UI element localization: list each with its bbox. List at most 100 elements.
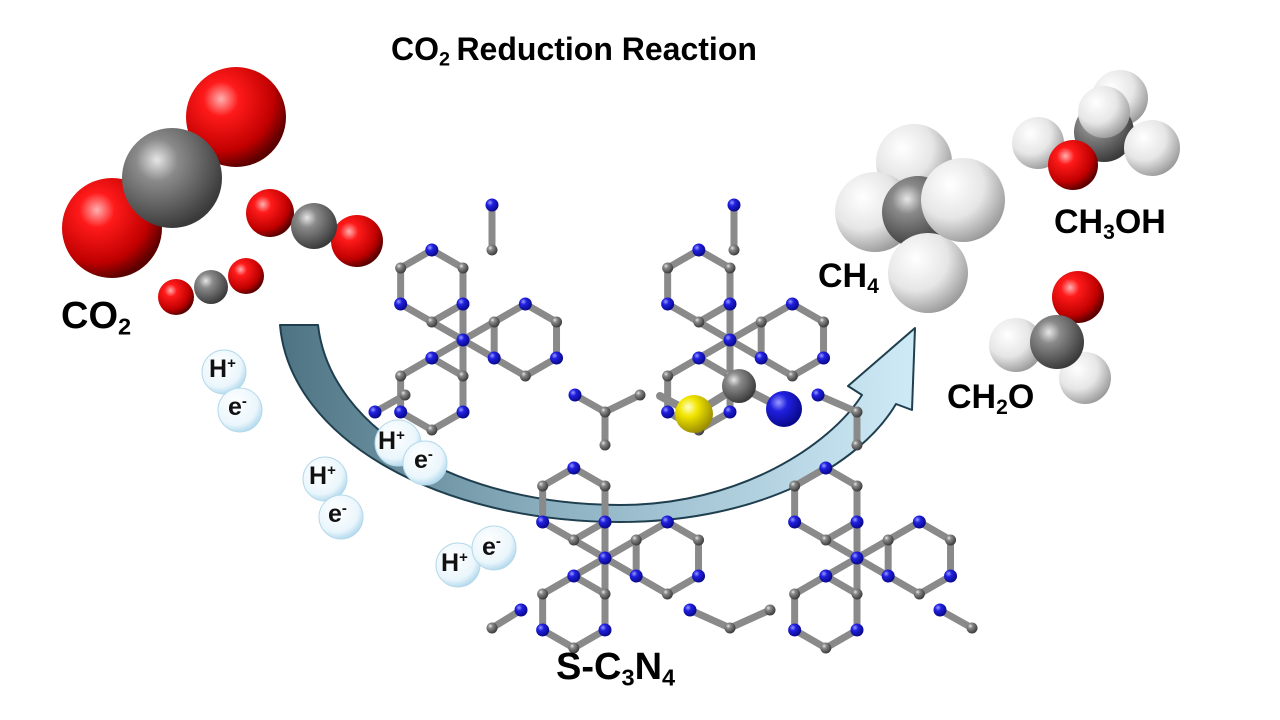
nitrogen-atom xyxy=(568,388,582,402)
carbon-atom xyxy=(519,370,531,382)
nitrogen-atom xyxy=(456,297,470,311)
carbon-atom xyxy=(599,406,611,418)
nitrogen-atom xyxy=(692,569,706,583)
carbon-atom xyxy=(693,316,705,328)
ch3oh-label: CH3OH xyxy=(1054,203,1166,244)
particle-bubble xyxy=(402,440,448,486)
proton-label: H+ xyxy=(309,462,336,490)
particle-bubble xyxy=(318,494,364,540)
carbon-atom xyxy=(634,389,646,401)
nitrogen-atom xyxy=(456,405,470,419)
carbon-atom xyxy=(882,534,894,546)
electron-label: e- xyxy=(228,393,247,421)
nitrogen-atom xyxy=(723,297,737,311)
carbon-atom xyxy=(399,389,411,401)
co2-molecule-medium xyxy=(246,189,383,267)
bond xyxy=(601,391,644,416)
nitrogen-atom xyxy=(723,405,737,419)
carbon-atom xyxy=(599,439,611,451)
nitrogen-atom xyxy=(683,603,697,617)
proton-label: H+ xyxy=(441,549,468,577)
ch4-label: CH4 xyxy=(818,257,879,298)
bond xyxy=(814,391,861,416)
carbon-atom xyxy=(820,534,832,546)
nitrogen-atom xyxy=(881,569,895,583)
carbon-atom xyxy=(728,244,740,256)
nitrogen-atom xyxy=(692,351,706,365)
nitrogen-atom xyxy=(598,551,612,565)
bond xyxy=(686,606,734,632)
carbon-atom xyxy=(818,316,830,328)
nitrogen-atom xyxy=(425,243,439,257)
proton-electron-pairs xyxy=(201,349,517,588)
carbon-atom xyxy=(945,534,957,546)
bond xyxy=(726,606,774,632)
nitrogen-atom xyxy=(536,515,550,529)
carbon-atom xyxy=(724,262,736,274)
nitrogen-atom xyxy=(425,351,439,365)
nitrogen-atom xyxy=(629,569,643,583)
sulfur-dopant-site xyxy=(656,369,802,433)
nitrogen-atom xyxy=(660,515,674,529)
carbon-atom xyxy=(395,370,407,382)
nitrogen-atom xyxy=(485,198,499,212)
nitrogen-atom xyxy=(788,623,802,637)
carbon-atom xyxy=(486,622,498,634)
carbon-atom xyxy=(537,588,549,600)
carbon-atom xyxy=(820,642,832,654)
nitrogen-atom xyxy=(944,569,958,583)
s-c3n4-structure xyxy=(368,198,978,654)
nitrogen-atom xyxy=(456,333,470,347)
nitrogen-atom xyxy=(788,515,802,529)
co2-label: CO2 xyxy=(61,295,132,340)
carbon-atom xyxy=(724,622,736,634)
co2-molecule-large xyxy=(62,67,286,278)
nitrogen-atom xyxy=(661,405,675,419)
nitrogen-atom xyxy=(567,461,581,475)
carbon-atom xyxy=(662,262,674,274)
nitrogen-atom xyxy=(912,515,926,529)
nitrogen-atom xyxy=(819,461,833,475)
nitrogen-atom xyxy=(723,333,737,347)
carbon-atom xyxy=(851,588,863,600)
carbon-atom xyxy=(693,534,705,546)
catalyst-label: S-C3N4 xyxy=(556,646,676,691)
nitrogen-atom xyxy=(394,297,408,311)
nitrogen-atom xyxy=(550,351,564,365)
ch2o-molecule xyxy=(989,271,1111,404)
carbon-atom xyxy=(599,588,611,600)
particle-bubble xyxy=(302,456,348,502)
carbon-atom xyxy=(755,316,767,328)
ch2o-label: CH2O xyxy=(947,378,1035,419)
carbon-atom xyxy=(789,588,801,600)
carbon-atom xyxy=(488,316,500,328)
nitrogen-atom xyxy=(785,297,799,311)
nitrogen-atom xyxy=(850,515,864,529)
carbon-atom xyxy=(537,480,549,492)
electron-label: e- xyxy=(482,533,501,561)
nitrogen-atom xyxy=(727,198,741,212)
nitrogen-atom xyxy=(567,569,581,583)
carbon-atom xyxy=(764,604,776,616)
carbon-atom xyxy=(395,262,407,274)
carbon-atom xyxy=(851,406,863,418)
carbon-atom xyxy=(426,316,438,328)
nitrogen-atom xyxy=(536,623,550,637)
carbon-atom xyxy=(913,588,925,600)
proton-label: H+ xyxy=(209,355,236,383)
electron-label: e- xyxy=(414,446,433,474)
nitrogen-atom xyxy=(754,351,768,365)
carbon-atom xyxy=(851,480,863,492)
carbon-atom xyxy=(568,642,580,654)
carbon-atom xyxy=(662,370,674,382)
nitrogen-atom xyxy=(518,297,532,311)
nitrogen-atom xyxy=(817,351,831,365)
carbon-atom xyxy=(789,480,801,492)
nitrogen-atom xyxy=(811,388,825,402)
particle-bubble xyxy=(217,387,263,433)
nitrogen-atom xyxy=(661,297,675,311)
nitrogen-atom xyxy=(598,623,612,637)
electron-label: e- xyxy=(328,500,347,528)
carbon-atom xyxy=(457,370,469,382)
